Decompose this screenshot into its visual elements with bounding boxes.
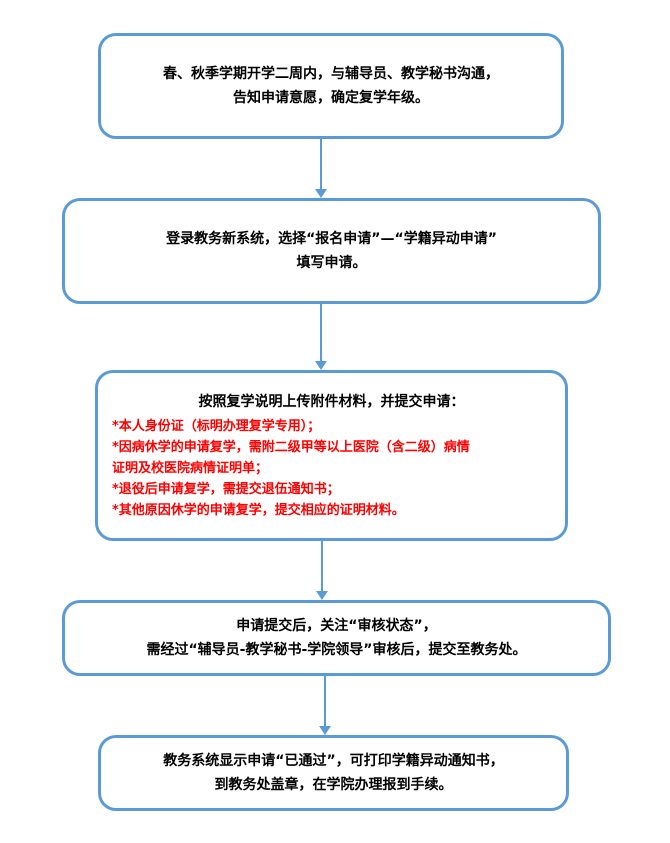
step-5-box: 教务系统显示申请“已通过”，可打印学籍异动通知书， 到教务处盖章，在学院办理报到… [98,735,569,811]
arrow-4-5 [319,676,331,735]
step-3-item-1: *本人身份证（标明办理复学专用）； [112,419,321,434]
step-5-line-1: 教务系统显示申请“已通过”，可打印学籍异动通知书， [163,753,504,769]
step-2-line-2: 填写申请。 [296,255,367,271]
step-1-box: 春、秋季学期开学二周内，与辅导员、教学秘书沟通， 告知申请意愿，确定复学年级。 [98,33,564,139]
step-4-line-2: 需经过“辅导员-教学秘书-学院领导”审核后，提交至教务处。 [146,642,527,658]
arrow-2-3 [315,304,327,370]
step-1-line-2: 告知申请意愿，确定复学年级。 [233,90,429,106]
arrow-1-2 [315,139,327,198]
step-3-item-3: 证明及校医院病情证明单； [112,461,269,476]
step-3-item-5: *其他原因休学的申请复学，提交相应的证明材料。 [112,503,405,518]
arrow-3-4 [316,541,328,600]
step-5-line-2: 到教务处盖章，在学院办理报到手续。 [214,777,453,793]
step-4-line-1: 申请提交后，关注“审核状态”， [236,618,437,634]
step-3-item-4: *退役后申请复学，需提交退伍通知书； [112,482,340,497]
step-2-line-1: 登录教务新系统，选择“报名申请”—“学籍异动申请” [166,231,497,247]
step-3-box: 按照复学说明上传附件材料，并提交申请： *本人身份证（标明办理复学专用）； *因… [95,370,568,541]
step-2-box: 登录教务新系统，选择“报名申请”—“学籍异动申请” 填写申请。 [62,198,601,304]
step-1-line-1: 春、秋季学期开学二周内，与辅导员、教学秘书沟通， [163,66,499,82]
step-3-title: 按照复学说明上传附件材料，并提交申请： [198,394,465,410]
step-3-item-2: *因病休学的申请复学，需附二级甲等以上医院（含二级）病情 [112,440,470,455]
step-4-box: 申请提交后，关注“审核状态”， 需经过“辅导员-教学秘书-学院领导”审核后，提交… [62,600,611,676]
